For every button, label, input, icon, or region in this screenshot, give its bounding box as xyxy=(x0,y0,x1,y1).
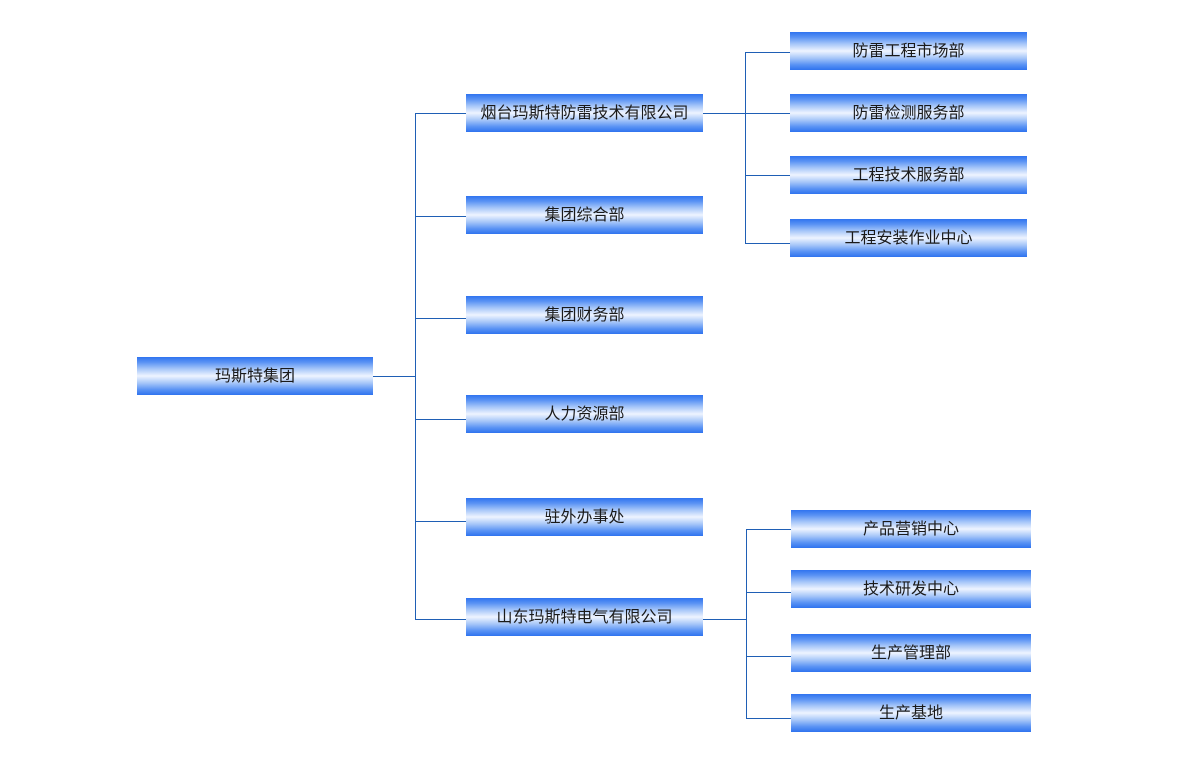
connector-root-h xyxy=(373,376,416,377)
org-node-yantai-install-center: 工程安装作业中心 xyxy=(790,219,1027,257)
org-node-yantai-testing-dept: 防雷检测服务部 xyxy=(790,94,1027,132)
connector-shandong-c4 xyxy=(746,718,791,719)
connector-shandong-trunk xyxy=(746,529,747,719)
org-node-shandong-production-mgmt: 生产管理部 xyxy=(791,634,1031,672)
connector-shandong-h xyxy=(703,619,747,620)
org-node-finance-dept: 集团财务部 xyxy=(466,296,703,334)
org-node-yantai-tech-service-dept: 工程技术服务部 xyxy=(790,156,1027,194)
org-node-yantai-market-dept: 防雷工程市场部 xyxy=(790,32,1027,70)
connector-to-general-dept xyxy=(415,216,466,217)
connector-shandong-c2 xyxy=(746,592,791,593)
org-node-yantai-company: 烟台玛斯特防雷技术有限公司 xyxy=(466,94,703,132)
org-node-field-offices: 驻外办事处 xyxy=(466,498,703,536)
connector-shandong-c3 xyxy=(746,656,791,657)
connector-yantai-h xyxy=(703,113,746,114)
connector-shandong-c1 xyxy=(746,529,791,530)
connector-to-yantai xyxy=(415,113,466,114)
connector-to-hr-dept xyxy=(415,419,466,420)
connector-yantai-c1 xyxy=(745,52,790,53)
org-node-root: 玛斯特集团 xyxy=(137,357,373,395)
org-node-shandong-company: 山东玛斯特电气有限公司 xyxy=(466,598,703,636)
org-node-shandong-rd-center: 技术研发中心 xyxy=(791,570,1031,608)
connector-yantai-c3 xyxy=(745,175,790,176)
connector-to-offices xyxy=(415,521,466,522)
connector-level1-trunk xyxy=(415,113,416,620)
connector-yantai-c2 xyxy=(745,113,790,114)
connector-yantai-trunk xyxy=(745,52,746,244)
connector-to-shandong xyxy=(415,619,466,620)
org-node-hr-dept: 人力资源部 xyxy=(466,395,703,433)
org-node-general-dept: 集团综合部 xyxy=(466,196,703,234)
connector-to-finance-dept xyxy=(415,318,466,319)
org-node-shandong-production-base: 生产基地 xyxy=(791,694,1031,732)
connector-yantai-c4 xyxy=(745,243,790,244)
org-node-shandong-marketing-center: 产品营销中心 xyxy=(791,510,1031,548)
